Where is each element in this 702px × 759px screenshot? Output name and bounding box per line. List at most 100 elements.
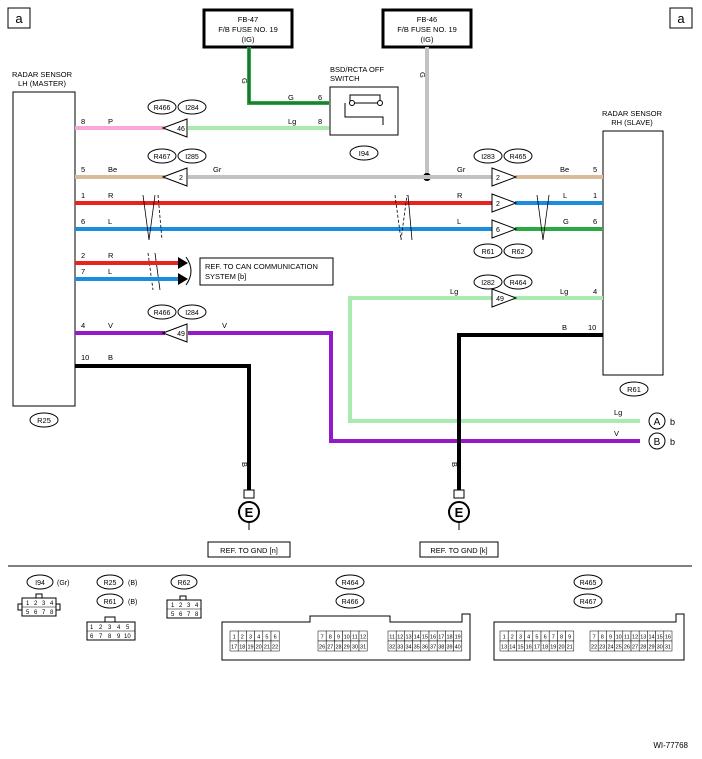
pin-number: 2 <box>511 635 514 641</box>
joint-row-r-right: 2 <box>491 193 518 213</box>
joint-tag-r466-a: R466 <box>154 105 171 112</box>
pin-number: 19 <box>247 645 253 651</box>
legend-r61-suffix: (B) <box>128 599 137 606</box>
pin-number: 13 <box>640 635 646 641</box>
connector-tag-r61-text: R61 <box>627 385 641 394</box>
pin-number: 11 <box>352 635 358 641</box>
joint-tag-i285: I285 <box>185 154 199 161</box>
pin-r61-10: 10 <box>124 634 131 640</box>
wire-label-fuse2: G <box>418 72 427 78</box>
pin-label-7-can: 7 <box>81 267 85 276</box>
pin-label-1-r: 1 <box>593 191 597 200</box>
wire-label-lg-out: Lg <box>614 408 622 417</box>
connector-tag-i94 <box>349 145 379 161</box>
pin-number: 9 <box>609 635 612 641</box>
joint-tag-r467: R467 <box>154 154 171 161</box>
fuse-box-fb47: FB-47 F/B FUSE NO. 19 (IG) <box>202 8 294 49</box>
wire-black-gnd-right <box>457 333 603 490</box>
pin-label-6: 6 <box>318 93 322 102</box>
pin-label-5-r: 5 <box>593 165 597 174</box>
pin-number: 22 <box>272 645 278 651</box>
pin-number: 10 <box>344 635 350 641</box>
pin-number: 28 <box>640 645 646 651</box>
joint-pin-46: 46 <box>177 126 185 133</box>
pin-r62-7: 7 <box>187 612 191 618</box>
wire-label-gr-r: Gr <box>457 165 466 174</box>
legend-r61-name: R61 <box>104 599 117 606</box>
terminal-a <box>648 412 666 430</box>
pin-label-5-l: 5 <box>81 165 85 174</box>
pin-number: 31 <box>665 645 671 651</box>
can-ref-box <box>199 257 334 286</box>
pin-number: 34 <box>405 645 411 651</box>
wire-label-be-r: Be <box>560 165 569 174</box>
legend-r25-r61: R25 (B) R61 (B) 1 2 3 4 5 6 7 8 9 10 <box>86 574 137 641</box>
pin-cell <box>358 640 368 652</box>
pin-i94-3: 3 <box>42 601 46 607</box>
pin-number: 26 <box>319 645 325 651</box>
can-bracket <box>185 256 192 286</box>
pin-number: 9 <box>568 635 571 641</box>
joint-row-p: R466 I284 46 <box>147 99 207 138</box>
joint-row-v-left: R466 I284 49 <box>147 304 207 343</box>
sensor-rh-title-2: RH (SLAVE) <box>611 118 653 127</box>
fuse-fb46-line1: F/B FUSE NO. 19 <box>397 25 457 34</box>
bsd-rcta-off-switch <box>329 86 399 136</box>
wire-label-l-can: L <box>108 267 112 276</box>
legend-i94-name: I94 <box>35 580 45 587</box>
pin-number: 26 <box>624 645 630 651</box>
pin-number: 15 <box>657 635 663 641</box>
wire-label-g-r: G <box>563 217 569 226</box>
fuse-box-fb46: FB-46 F/B FUSE NO. 19 (IG) <box>381 8 473 49</box>
joint-tag-i282: I282 <box>481 280 495 287</box>
pin-number: 10 <box>616 635 622 641</box>
joint-row-lg-right: I282 R464 49 <box>473 274 533 308</box>
pin-number: 5 <box>265 635 268 641</box>
connector-tag-i94-text: I94 <box>359 149 369 158</box>
pin-r62-3: 3 <box>187 603 191 609</box>
pin-r61-4: 4 <box>117 625 121 631</box>
can-ref-line1: REF. TO CAN COMMUNICATION <box>205 262 318 271</box>
pin-number: 23 <box>599 645 605 651</box>
can-ref-line2: SYSTEM [b] <box>205 272 246 281</box>
connector-tag-r61 <box>619 381 649 397</box>
ground-symbol-left: E <box>238 489 260 530</box>
legend-i94-suffix: (Gr) <box>57 580 69 587</box>
radar-sensor-lh <box>12 91 76 407</box>
terminal-b-suffix: b <box>670 437 675 447</box>
legend-r466-name: R466 <box>342 599 359 606</box>
wire-label-p: P <box>108 117 113 126</box>
wire-label-gr-l: Gr <box>213 165 222 174</box>
wire-green-fuse47-outline <box>248 47 329 104</box>
wire-label-r-m: R <box>457 191 463 200</box>
joint-row-l-right: 6 R61 R62 <box>473 219 533 259</box>
pin-number: 39 <box>446 645 452 651</box>
pin-label-1-l: 1 <box>81 191 85 200</box>
wire-label-r-can: R <box>108 251 114 260</box>
connector-tag-r25-text: R25 <box>37 416 51 425</box>
pin-number: 4 <box>257 635 260 641</box>
terminal-b-text: B <box>654 437 661 448</box>
wire-label-v-m: V <box>222 321 227 330</box>
legend-r467-name: R467 <box>580 599 597 606</box>
joint-pin-6-r: 6 <box>496 227 500 234</box>
pin-number: 3 <box>249 635 252 641</box>
joint-pin-49-l: 49 <box>177 331 185 338</box>
pin-number: 16 <box>665 635 671 641</box>
ground-e-left: E <box>245 505 254 520</box>
pin-number: 14 <box>509 645 515 651</box>
pin-label-4-l: 4 <box>81 321 85 330</box>
pin-number: 29 <box>344 645 350 651</box>
ground-symbol-right: E <box>448 489 470 530</box>
arrow-can-r <box>178 257 188 269</box>
pin-label-6-r: 6 <box>593 217 597 226</box>
pin-number: 9 <box>337 635 340 641</box>
joint-pin-2-l: 2 <box>179 175 183 182</box>
pin-number: 35 <box>414 645 420 651</box>
wire-label-l-l: L <box>108 217 112 226</box>
pin-number: 13 <box>501 645 507 651</box>
switch-title-2: SWITCH <box>330 74 360 83</box>
pin-cell <box>453 640 463 652</box>
